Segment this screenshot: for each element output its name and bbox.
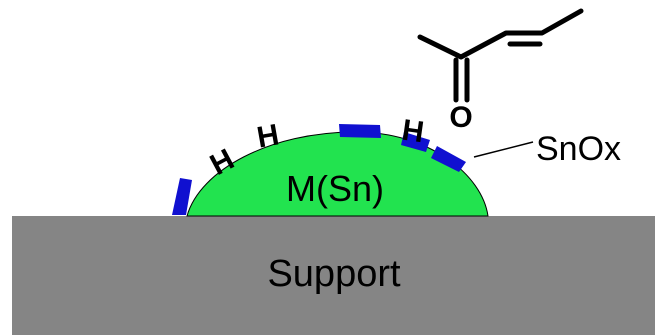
support-label: Support: [267, 253, 401, 295]
snox-label: SnOx: [536, 130, 621, 168]
snox-patch-right-2: [431, 146, 466, 172]
adsorbed-molecule: [417, 8, 584, 103]
snox-patch-top: [339, 124, 381, 138]
snox-patch-left: [172, 178, 192, 215]
molecule-backbone: [417, 8, 584, 60]
snox-patch-right-1: [401, 132, 430, 152]
snox-text: SnOx: [536, 130, 621, 168]
snox-leader-line: [473, 141, 534, 158]
support-slab: [12, 216, 655, 335]
hydrogen-atom-3: H: [400, 114, 426, 150]
carbonyl-oxygen: O: [449, 101, 472, 134]
particle-label: M(Sn): [286, 168, 384, 209]
hydrogen-atom-2: H: [255, 118, 282, 154]
